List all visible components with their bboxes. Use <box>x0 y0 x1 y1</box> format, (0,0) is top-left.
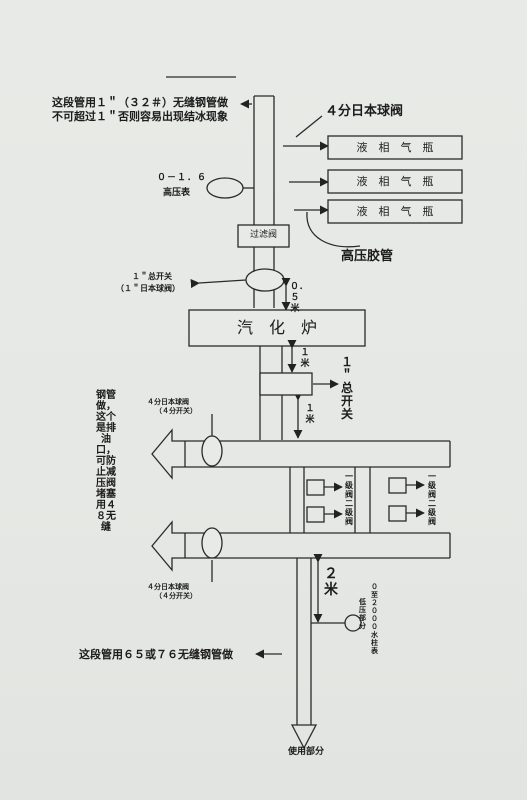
dim-1m-b-label: １米 <box>305 404 315 425</box>
main-switch-callout <box>190 278 247 289</box>
hose-label: 高压胶管 <box>341 249 394 264</box>
vaporizer-box <box>188 309 366 347</box>
drain-valve-upper <box>201 435 223 467</box>
drain-arrow-upper <box>151 428 185 480</box>
gauge-range: ０－１．６ <box>157 173 208 183</box>
lower-manifold <box>185 532 451 559</box>
use-arrow <box>290 724 318 750</box>
regulator-stages-right: 一级阀二级阀 <box>428 472 436 526</box>
use-part-label: 使用部分 <box>288 747 325 757</box>
low-gauge-range: ０至２０００水柱表 <box>371 583 378 655</box>
drain-arrow-lower <box>151 520 185 572</box>
cylinder-label-2: 液 相 气 瓶 <box>356 175 434 188</box>
upper-manifold <box>185 440 451 468</box>
dim-half-meter-label: ０．５米 <box>290 282 309 314</box>
drain-valve-lower-sub: （４分开关） <box>155 592 197 600</box>
note-pipe-spec: 这段管用１＂（３２＃）无缝钢管做 <box>52 96 228 109</box>
cylinder-1 <box>327 135 463 160</box>
main-switch-box <box>259 372 313 396</box>
gauge-name: 高压表 <box>163 188 191 198</box>
cylinder-label-1: 液 相 气 瓶 <box>356 141 434 154</box>
main-pipe-lower <box>296 558 312 725</box>
drain-valve-upper-sub: （４分开关） <box>155 407 197 415</box>
cylinder-3 <box>327 199 463 224</box>
main-switch-label: １＂总开关 <box>132 272 172 281</box>
main-switch-valve <box>245 268 285 292</box>
main-switch-sub: （１＂日本球阀） <box>116 284 180 293</box>
cylinder-label-3: 液 相 气 瓶 <box>356 205 434 218</box>
drain-note: 钢管做，这个是排油口，可防止减压阀堵塞用４８无缝 <box>96 390 116 533</box>
dim-1m-a-label: １米 <box>300 348 310 369</box>
high-pressure-gauge <box>206 177 244 199</box>
drain-valve-lower-label: ４分日本球阀 <box>147 583 189 591</box>
filter-valve-label: 过滤阀 <box>249 230 277 240</box>
regulator-box-2 <box>306 506 325 523</box>
regulator-branches <box>289 467 371 533</box>
regulator-box-4 <box>388 505 407 522</box>
note-pipe-limit: 不可超过１＂否则容易出现结冰现象 <box>52 110 228 123</box>
regulator-box-3 <box>388 477 407 494</box>
hose-callout <box>306 211 361 248</box>
low-gauge-name: 低压部分 <box>359 598 366 630</box>
drain-valve-lower <box>201 527 223 559</box>
regulator-box-1 <box>306 479 325 496</box>
filter-valve <box>237 224 290 248</box>
vaporizer-label: 汽 化 炉 <box>236 318 317 337</box>
regulator-stages-left: 一级阀二级阀 <box>345 472 353 526</box>
drain-valve-upper-label: ４分日本球阀 <box>147 398 189 406</box>
valve-callout-line <box>295 115 323 138</box>
note-lower-pipe: 这段管用６５或７６无缝钢管做 <box>79 648 233 661</box>
cylinder-2 <box>327 169 463 194</box>
main-switch-right-label: １＂总开关 <box>340 355 353 421</box>
ball-valve-label: ４分日本球阀 <box>325 104 404 119</box>
dim-2m-label: ２米 <box>324 566 338 598</box>
